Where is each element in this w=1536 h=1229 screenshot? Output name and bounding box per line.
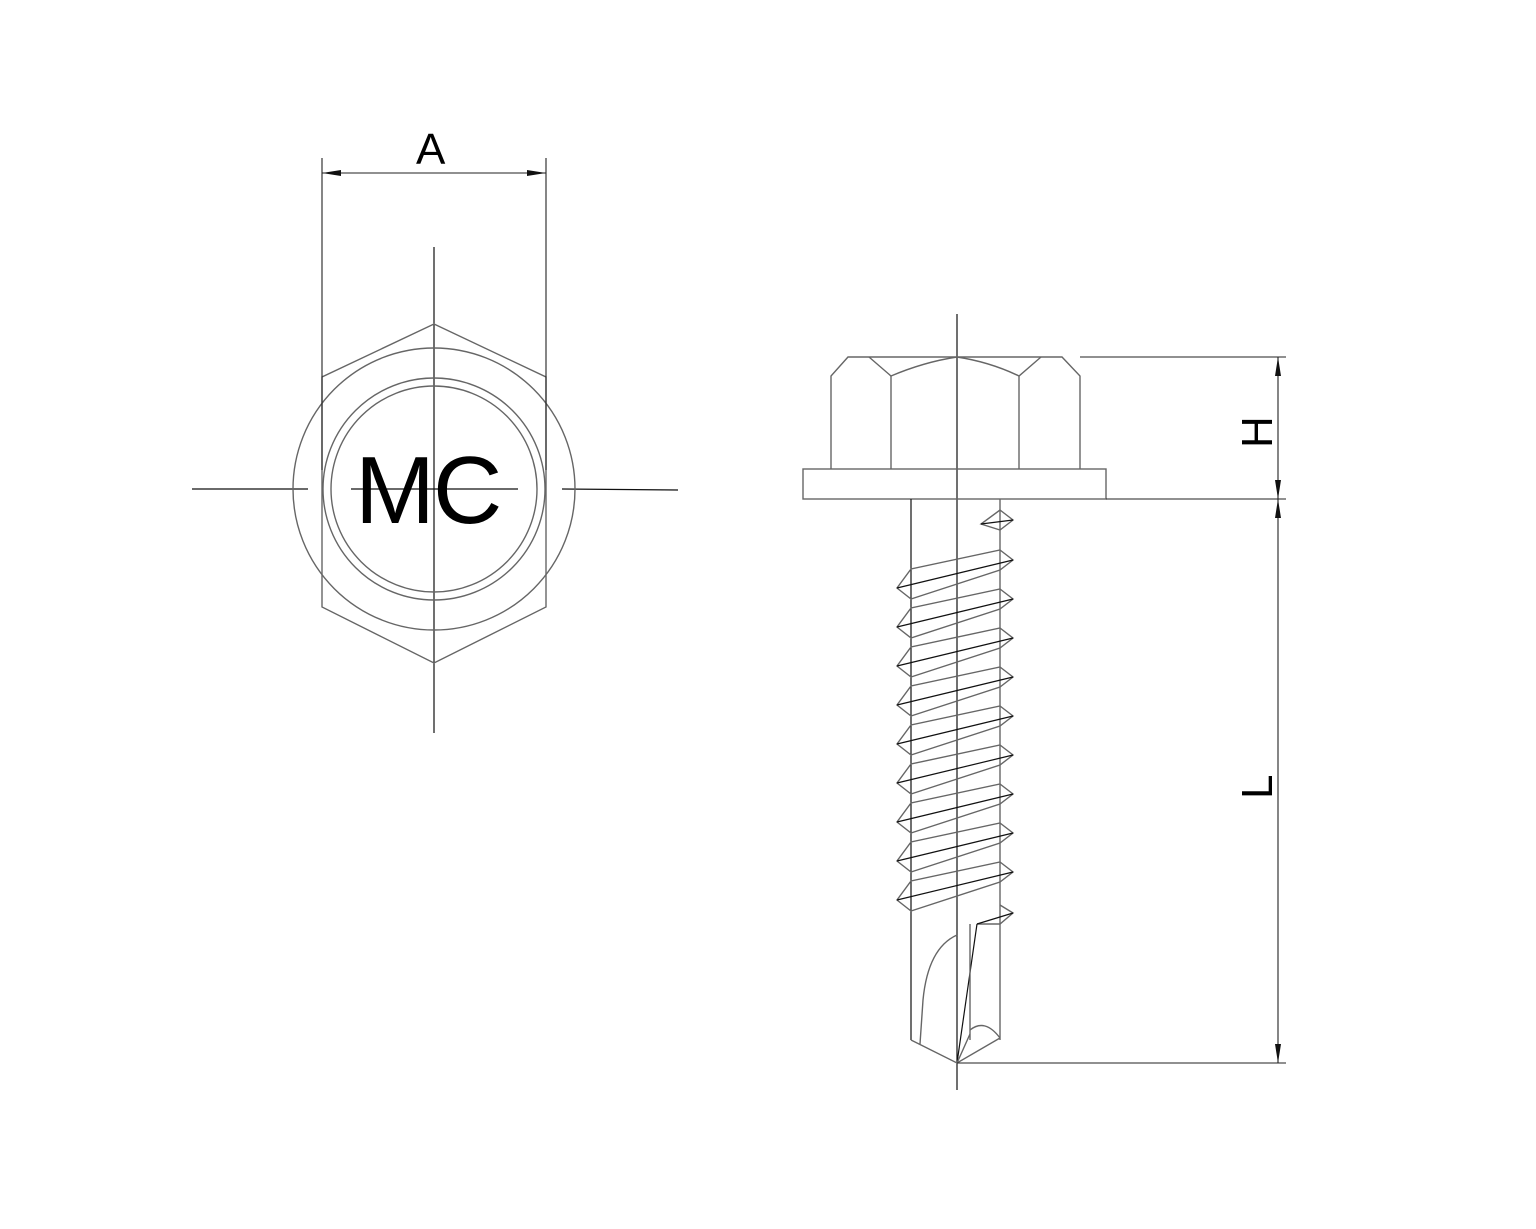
dimension-a-arrow-right [527,170,546,176]
hex-head-chamfer [868,356,1042,377]
hex-inner-circle-outer [322,377,546,601]
front-horizontal-centerline-right [561,488,679,491]
threads [896,549,1015,912]
washer-flange [802,468,1107,500]
dimension-l-arrow-bottom [1275,1044,1281,1063]
flange-circle [292,347,576,631]
thread-ridge [896,871,1014,901]
thread-ridge [896,715,1014,745]
dimension-l-arrow-top [1275,499,1281,518]
dimension-h-arrow-top [1275,357,1281,376]
side-view [802,314,1286,1090]
point-tip [910,1037,1001,1064]
drill-point [910,904,1015,1064]
front-view [192,158,679,733]
thread-ridge [896,637,1014,667]
hex-head-outline [830,356,1081,469]
dimension-h-arrow-bottom [1275,480,1281,499]
head-marking: MC [355,437,502,544]
thread-start [979,509,1015,531]
thread-ridge [896,676,1014,706]
hex-inner-circle-inner [330,385,538,593]
thread-ridge [896,832,1014,862]
dimension-a-arrow-left [322,170,341,176]
thread-ridge [896,559,1014,589]
flute-edge [956,923,978,1064]
thread-ridge [896,754,1014,784]
dimension-a-label: A [416,125,446,174]
flute-curve [919,934,958,1045]
dimension-l-label: L [1233,774,1282,799]
thread-ridge [896,793,1014,823]
dimension-h-label: H [1233,416,1282,448]
thread-ridge [896,598,1014,628]
